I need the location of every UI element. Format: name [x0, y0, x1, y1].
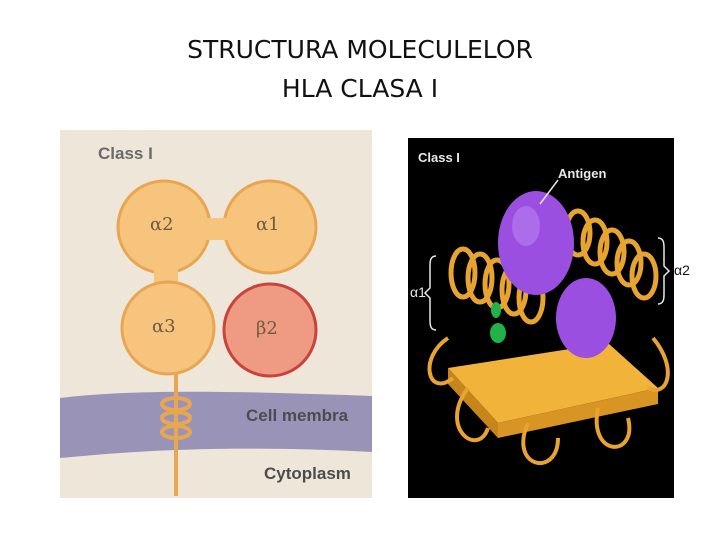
ribbon-model-drawing [408, 138, 674, 498]
hla-class-i-3d-model: Class I Antigen α1 [408, 138, 674, 498]
schematic-drawing [60, 130, 372, 498]
antigen-pointer [539, 179, 559, 205]
lower-loops [427, 336, 670, 466]
title-line-2: HLA CLASA I [281, 74, 439, 103]
alpha3-label: α3 [152, 316, 176, 337]
antigen-label: Antigen [558, 166, 607, 181]
beta2-domain [222, 282, 318, 378]
cytoplasm-label: Cytoplasm [264, 464, 351, 483]
title-line-1: STRUCTURA MOLECULELOR [187, 35, 533, 64]
alpha2-bracket [657, 237, 671, 305]
alpha1-label-3d: α1 [410, 284, 426, 300]
alpha2-label-3d: α2 [674, 262, 690, 278]
hla-class-i-schematic: Class I α2 α1 α3 β2 Cell membra Cytoplas… [60, 130, 372, 498]
cell-membrane-band [60, 391, 372, 458]
alpha-domains [116, 179, 318, 376]
transmembrane-helix [160, 396, 192, 440]
cell-membrane-label: Cell membra [246, 406, 349, 425]
class-i-label: Class I [98, 144, 153, 163]
alpha1-bracket [423, 255, 437, 331]
beta-sheet-floor [448, 343, 658, 423]
antigen-peptide-lobe [556, 278, 616, 358]
alpha3-domain [120, 280, 216, 376]
class-i-label-3d: Class I [418, 150, 460, 165]
antigen-peptide [498, 191, 574, 295]
beta2-label: β2 [256, 318, 278, 339]
alpha2-label: α2 [150, 214, 174, 235]
alpha1-label: α1 [256, 214, 280, 235]
slide-title: STRUCTURA MOLECULELOR HLA CLASA I [0, 30, 720, 108]
green-residue [490, 323, 506, 343]
alpha1-alpha2-link [204, 218, 230, 240]
